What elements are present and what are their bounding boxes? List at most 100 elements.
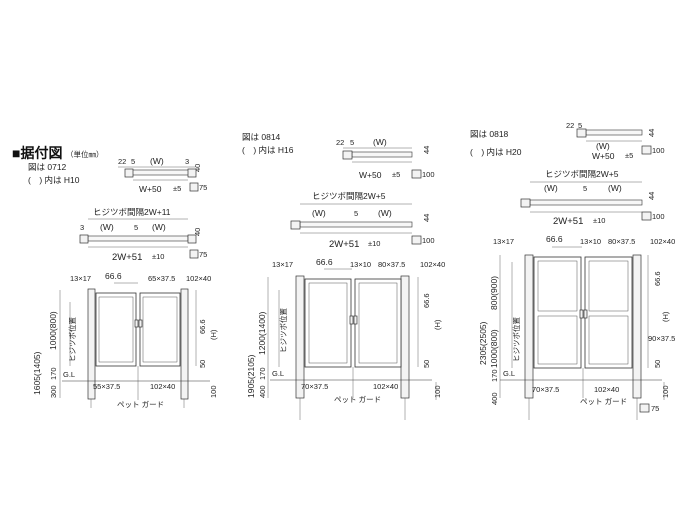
inner-height: 800(900) bbox=[489, 276, 499, 310]
hinge-dim: 66.6 bbox=[105, 271, 122, 281]
top-view-double: ヒジツボ間隔2W+5 (W) 5 (W) 44 2W+51 ±10 100 bbox=[290, 191, 435, 250]
post-size: 13×17 bbox=[493, 237, 514, 246]
dim-40: 40 bbox=[193, 164, 202, 172]
left-post bbox=[524, 254, 534, 399]
dim-w: (W) bbox=[150, 156, 164, 166]
bottom-frame: 55×37.5 bbox=[93, 382, 120, 391]
offset-dim: 66.6 bbox=[653, 271, 662, 286]
dim-22: 22 bbox=[118, 157, 126, 166]
depth-dim: 100 bbox=[209, 385, 218, 398]
dim-w-right: (W) bbox=[608, 183, 622, 193]
dim-5: 5 bbox=[131, 157, 135, 166]
bottom-frame: 70×37.5 bbox=[301, 382, 328, 391]
right-gate bbox=[584, 256, 633, 369]
dim-44: 44 bbox=[647, 192, 656, 200]
dim-44: 44 bbox=[422, 146, 431, 154]
dim-tol: ±10 bbox=[152, 252, 164, 261]
pivot-pitch: ヒジツボ間隔2W+5 bbox=[545, 169, 619, 179]
dim-5: 5 bbox=[578, 121, 582, 130]
pivot-position: ヒジツボ位置 bbox=[67, 317, 77, 362]
dim-44: 44 bbox=[422, 214, 431, 222]
gl-label: G.L bbox=[63, 370, 75, 379]
pivot-pitch: ヒジツボ間隔2W+5 bbox=[312, 191, 386, 201]
bottom-pillar: 102×40 bbox=[150, 382, 175, 391]
gap-dim: 50 bbox=[653, 360, 662, 368]
gap-dim: 50 bbox=[422, 360, 431, 368]
dim-tol: ±5 bbox=[625, 151, 633, 160]
fig-label: 図は 0712 bbox=[28, 162, 67, 172]
dim-w-left: (W) bbox=[100, 222, 114, 232]
pet-guard: ペット ガード bbox=[117, 399, 164, 409]
gl-170: 170 bbox=[49, 367, 58, 380]
dim-tol: ±10 bbox=[593, 216, 605, 225]
gl-170: 170 bbox=[490, 369, 499, 382]
dim-w-right: (W) bbox=[152, 222, 166, 232]
front-view: 13×17 66.6 13×10 80×37.5 102×40 2305(250… bbox=[478, 234, 675, 420]
gl-label: G.L bbox=[272, 369, 284, 378]
total-height: 1605(1405) bbox=[32, 351, 42, 395]
frame-size-1: 13×10 bbox=[580, 237, 601, 246]
top-view-single: 22 5 (W) 44 W+50 ±5 100 bbox=[336, 137, 435, 180]
offset-dim: 66.6 bbox=[422, 293, 431, 308]
left-gate bbox=[533, 256, 582, 369]
depth-dim: 100 bbox=[661, 385, 670, 398]
frame-size: 65×37.5 bbox=[148, 274, 175, 283]
pillar-size: 102×40 bbox=[186, 274, 211, 283]
gl-300: 300 bbox=[49, 385, 58, 398]
gl-label: G.L bbox=[503, 369, 515, 378]
dim-75: 75 bbox=[199, 250, 207, 259]
total-height: 2305(2505) bbox=[478, 321, 488, 365]
diagram-0818: 図は 0818 ( ) 内は H20 22 5 44 (W) W+50 ±5 1… bbox=[470, 121, 675, 420]
dim-5: 5 bbox=[134, 223, 138, 232]
total-height: 1905(2105) bbox=[246, 354, 256, 398]
dim-w-left: (W) bbox=[312, 208, 326, 218]
top-view-single: 22 5 44 (W) W+50 ±5 100 bbox=[566, 121, 665, 161]
dim-tol: ±10 bbox=[368, 239, 380, 248]
front-view: 13×17 66.6 65×37.5 102×40 1605(1405) 100… bbox=[32, 271, 218, 409]
pet-guard: ペット ガード bbox=[334, 394, 381, 404]
side-frame: 90×37.5 bbox=[648, 334, 675, 343]
h-dim: (H) bbox=[209, 329, 218, 340]
dim-tol: ±5 bbox=[392, 170, 400, 179]
dim-w-right: (W) bbox=[378, 208, 392, 218]
diagram-0814: 図は 0814 ( ) 内は H16 22 5 (W) 44 W+50 ±5 1… bbox=[242, 132, 445, 420]
dim-2w51: 2W+51 bbox=[329, 239, 359, 250]
dim-w: (W) bbox=[596, 141, 610, 151]
dim-40: 40 bbox=[193, 228, 202, 236]
pivot-position: ヒジツボ位置 bbox=[278, 308, 288, 353]
inner-height-2: 1000(800) bbox=[489, 329, 499, 368]
front-view: 13×17 66.6 13×10 80×37.5 102×40 1905(210… bbox=[246, 257, 445, 420]
inner-height: 1000(800) bbox=[48, 311, 58, 350]
dim-w50: W+50 bbox=[139, 184, 162, 194]
dim-5: 5 bbox=[350, 138, 354, 147]
h-dim: (H) bbox=[661, 311, 670, 322]
height-note: ( ) 内は H10 bbox=[28, 175, 80, 185]
dim-100: 100 bbox=[652, 212, 665, 221]
bottom-pillar: 102×40 bbox=[373, 382, 398, 391]
post-size: 13×17 bbox=[272, 260, 293, 269]
pillar-size: 102×40 bbox=[650, 237, 675, 246]
section-title: ■据付図 bbox=[12, 145, 62, 161]
post-size: 13×17 bbox=[70, 274, 91, 283]
pet-guard: ペット ガード bbox=[580, 396, 627, 406]
gap-dim: 50 bbox=[198, 360, 207, 368]
gl-170: 170 bbox=[258, 367, 267, 380]
right-post bbox=[180, 288, 189, 400]
top-view-double: ヒジツボ間隔2W+5 (W) 5 (W) 44 2W+51 ±10 100 bbox=[520, 169, 665, 227]
dim-2w51: 2W+51 bbox=[553, 216, 583, 227]
dim-tol: ±5 bbox=[173, 184, 181, 193]
dim-3: 3 bbox=[80, 223, 84, 232]
dim-22: 22 bbox=[566, 121, 574, 130]
pivot-position: ヒジツボ位置 bbox=[511, 317, 521, 362]
dim-5: 5 bbox=[583, 184, 587, 193]
left-post bbox=[87, 288, 96, 400]
height-note: ( ) 内は H20 bbox=[470, 147, 522, 157]
gl-400: 400 bbox=[490, 392, 499, 405]
height-note: ( ) 内は H16 bbox=[242, 145, 294, 155]
left-gate bbox=[95, 292, 137, 367]
dim-100: 100 bbox=[422, 170, 435, 179]
unit-note: （単位㎜） bbox=[66, 149, 104, 159]
right-post bbox=[632, 254, 642, 399]
dim-5: 5 bbox=[354, 209, 358, 218]
